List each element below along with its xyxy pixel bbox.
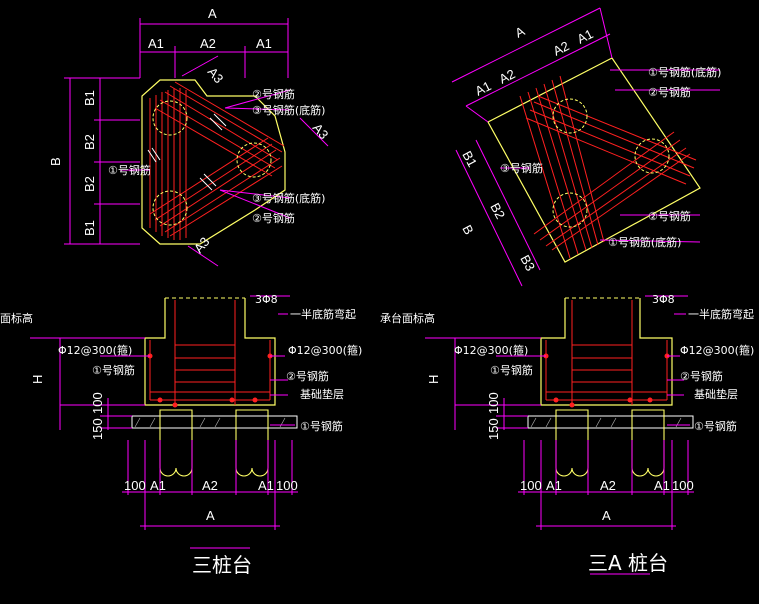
right-section: 3Φ8 一半底筋弯起 承台面标高 Φ12@300(箍) Φ12@300(箍) ①… (380, 293, 754, 575)
left-section-top-note: 3Φ8 (255, 293, 278, 306)
left-section-stirrup-right: Φ12@300(箍) (288, 343, 362, 357)
right-section-column (540, 298, 673, 406)
left-section-cushion (131, 415, 298, 429)
left-section-dim-100: 100 (90, 392, 105, 414)
left-dim-a3-bottom: A3 (191, 234, 213, 256)
left-section-bend-note: 一半底筋弯起 (290, 307, 356, 321)
right-plan-pile-bottom (552, 192, 588, 228)
right-dim-a2-right: A2 (551, 38, 572, 59)
left-plan-pile-bottom (152, 190, 188, 226)
right-section-ba1-right: A1 (654, 478, 670, 493)
right-dim-a: A (513, 23, 528, 40)
right-section-rebar1-left: ①号钢筋 (490, 363, 533, 377)
right-section-dim-150: 150 (486, 418, 501, 440)
right-dim-b: B (459, 222, 476, 237)
right-section-rebar (545, 300, 668, 405)
right-section-cap-top: 承台面标高 (380, 311, 435, 325)
left-section-cushion-note: 基础垫层 (300, 387, 344, 401)
right-dim-b2: B2 (487, 200, 508, 221)
right-section-stirrup-left: Φ12@300(箍) (454, 343, 528, 357)
right-section-dims (425, 295, 694, 575)
left-dim-a1-left: A1 (148, 36, 164, 51)
right-note-rebar2-top: ②号钢筋 (648, 85, 691, 99)
left-section-rebar1-left: ①号钢筋 (92, 363, 135, 377)
right-section-bend-note: 一半底筋弯起 (688, 307, 754, 321)
left-section-stirrup-left: Φ12@300(箍) (58, 343, 132, 357)
left-section-ba1-right: A1 (258, 478, 274, 493)
right-note-rebar3: ③号钢筋 (500, 161, 543, 175)
left-dim-a: A (208, 6, 217, 21)
left-section-b100-right: 100 (276, 478, 298, 493)
right-plan-dims (451, 7, 720, 287)
left-dim-a3-top: A3 (205, 64, 227, 86)
right-dim-a1-left: A1 (473, 78, 494, 99)
left-section-rebar (149, 300, 271, 405)
left-note-rebar2-bottom: ②号钢筋 (252, 211, 295, 225)
left-section-dims (30, 295, 298, 549)
right-section-ba2: A2 (600, 478, 616, 493)
right-plan-rebar (519, 75, 697, 259)
left-dim-b1-bottom: B1 (82, 220, 97, 236)
right-section-rebar2-right: ②号钢筋 (680, 369, 723, 383)
right-section-piles (555, 409, 665, 477)
right-dim-b3: B3 (517, 252, 538, 273)
left-dim-b2-lower: B2 (82, 176, 97, 192)
right-plan-outline (487, 57, 701, 263)
left-section-piles (159, 409, 269, 477)
right-section-ba1-left: A1 (546, 478, 562, 493)
left-section-ba1-left: A1 (150, 478, 166, 493)
right-note-rebar1-bottom: ①号钢筋(底筋) (608, 235, 681, 249)
left-plan-outline (141, 79, 286, 245)
right-plan: A A1 A2 A2 A1 B B1 B2 B3 ①号钢筋(底筋) ②号钢筋 ③… (451, 7, 721, 287)
left-plan-pile-right (236, 142, 272, 178)
right-section-stirrup-right: Φ12@300(箍) (680, 343, 754, 357)
right-section-cushion (527, 415, 694, 429)
left-section-cap-top: 面标高 (0, 311, 33, 325)
left-note-rebar2-top: ②号钢筋 (252, 87, 295, 101)
right-plan-pile-top (552, 98, 588, 134)
right-dim-a2-left: A2 (497, 66, 518, 87)
right-note-rebar1-top: ①号钢筋(底筋) (648, 65, 721, 79)
right-section-cushion-note: 基础垫层 (694, 387, 738, 401)
left-dim-a1-right: A1 (256, 36, 272, 51)
left-plan-rebar (149, 81, 285, 240)
left-dim-a3-right: A3 (310, 120, 332, 142)
right-section-dim-100: 100 (486, 392, 501, 414)
right-section-btotal: A (602, 508, 611, 523)
right-section-b100-left: 100 (520, 478, 542, 493)
left-section: 3Φ8 一半底筋弯起 面标高 Φ12@300(箍) Φ12@300(箍) ①号钢… (0, 293, 362, 577)
right-plan-pile-right (634, 138, 670, 174)
left-plan-pile-top (152, 100, 188, 136)
left-plan: A A1 A2 A1 A3 A3 A3 B B1 B2 B2 B1 ②号钢筋 ③… (48, 6, 332, 267)
left-section-b100-left: 100 (124, 478, 146, 493)
left-dim-b2-upper: B2 (82, 134, 97, 150)
left-note-rebar3-top: ③号钢筋(底筋) (252, 103, 325, 117)
left-note-rebar1: ①号钢筋 (108, 163, 151, 177)
left-section-rebar1-right: ①号钢筋 (300, 419, 343, 433)
left-section-btotal: A (206, 508, 215, 523)
left-section-title: 三桩台 (192, 553, 252, 577)
left-section-column (144, 298, 276, 406)
left-dim-a2: A2 (200, 36, 216, 51)
left-plan-dims (64, 18, 329, 267)
right-dim-b1: B1 (459, 148, 480, 169)
right-section-title: 三A 桩台 (588, 551, 668, 575)
left-section-rebar2-right: ②号钢筋 (286, 369, 329, 383)
left-dim-b1-top: B1 (82, 90, 97, 106)
left-section-ba2: A2 (202, 478, 218, 493)
right-section-dim-h: H (426, 375, 441, 384)
left-section-dim-h: H (30, 375, 45, 384)
left-note-rebar3-bottom: ③号钢筋(底筋) (252, 191, 325, 205)
right-section-rebar1-right: ①号钢筋 (694, 419, 737, 433)
left-dim-b: B (48, 157, 63, 166)
right-note-rebar2-bottom: ②号钢筋 (648, 209, 691, 223)
left-section-dim-150: 150 (90, 418, 105, 440)
right-section-top-note: 3Φ8 (652, 293, 675, 306)
left-plan-hatch (147, 113, 227, 191)
right-dim-a1-right: A1 (575, 26, 596, 47)
right-section-b100-right: 100 (672, 478, 694, 493)
